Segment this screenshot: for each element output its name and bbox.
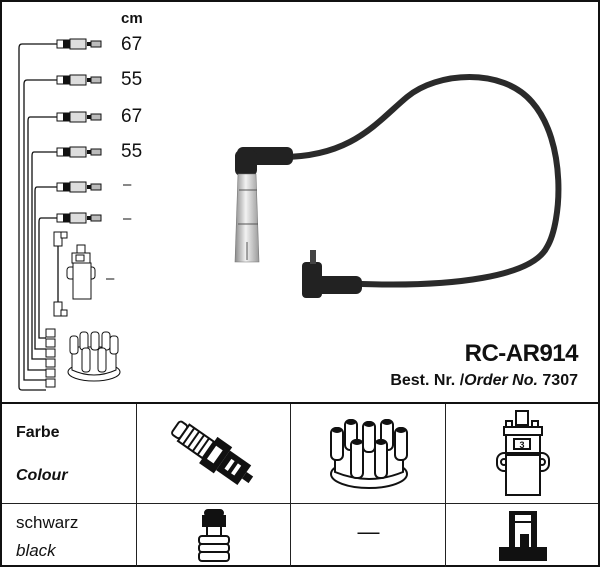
unit-label: cm bbox=[121, 10, 143, 27]
coil-terminal-cell bbox=[447, 505, 598, 567]
order-separator: / bbox=[459, 372, 465, 389]
spark-plug-icon bbox=[171, 420, 254, 485]
distributor-cap-small-icon bbox=[67, 331, 121, 382]
plug-terminal-icon bbox=[198, 509, 230, 562]
ignition-coil-cell: 3 bbox=[447, 404, 598, 503]
spark-plug-cell bbox=[138, 404, 290, 503]
ignition-coil-icon: 3 bbox=[495, 409, 550, 496]
coil-small-icon bbox=[66, 244, 96, 300]
order-number: 7307 bbox=[542, 372, 578, 389]
row-divider bbox=[2, 503, 598, 504]
colour-table: Farbe Colour schwarz black bbox=[2, 402, 598, 567]
row-label-en: black bbox=[16, 541, 56, 560]
cable-photo bbox=[234, 74, 562, 298]
length-lead-4: 55 bbox=[121, 141, 143, 162]
length-lead-1: 67 bbox=[121, 34, 143, 55]
length-lead-5: – bbox=[123, 176, 132, 193]
distributor-cap-value: — bbox=[357, 519, 380, 544]
column-divider bbox=[290, 404, 291, 567]
wiring-overview: cm 67 55 67 55 – – – bbox=[2, 2, 598, 402]
plug-terminal-cell bbox=[138, 505, 290, 567]
column-divider bbox=[136, 404, 137, 567]
length-lead-2: 55 bbox=[121, 69, 143, 90]
distributor-cap-cell bbox=[292, 404, 445, 503]
svg-text:3: 3 bbox=[519, 440, 524, 450]
lead-set-schematic bbox=[18, 38, 121, 391]
spark-plug-boot-icon bbox=[234, 147, 293, 263]
distributor-cap-icon bbox=[329, 418, 408, 489]
distributor-cap-value-cell: — bbox=[292, 505, 445, 567]
coil-terminal-icon bbox=[498, 511, 547, 561]
header-label-en: Colour bbox=[16, 467, 68, 484]
column-divider bbox=[445, 404, 446, 567]
length-lead-3: 67 bbox=[121, 106, 143, 127]
length-lead-6: – bbox=[123, 210, 132, 227]
distributor-boot-icon bbox=[302, 250, 362, 298]
header-label-de: Farbe bbox=[16, 424, 60, 441]
length-coil-lead: – bbox=[106, 270, 115, 287]
order-number-line: Best. Nr. /Order No. 7307 bbox=[390, 372, 578, 390]
order-label-de: Best. Nr. bbox=[390, 372, 456, 389]
row-label-de: schwarz bbox=[16, 513, 79, 532]
order-label-en: Order No. bbox=[464, 372, 538, 389]
model-number: RC-AR914 bbox=[464, 340, 579, 367]
connector-row bbox=[56, 38, 102, 224]
